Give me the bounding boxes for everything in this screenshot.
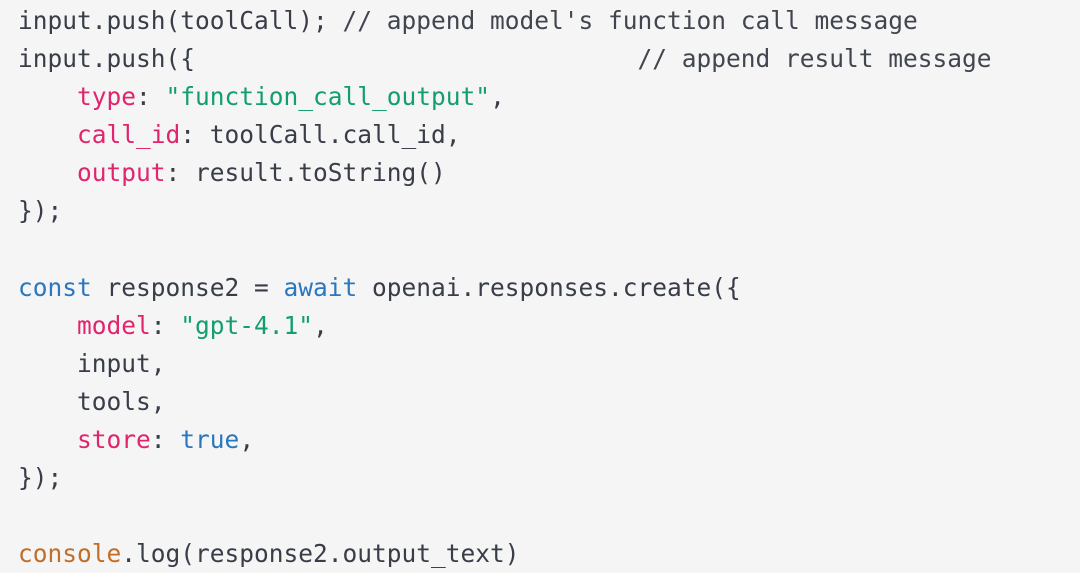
- code-token-plain: });: [18, 196, 63, 226]
- code-content: input.push(toolCall); // append model's …: [18, 2, 1080, 573]
- code-token-plain: ,: [239, 425, 255, 455]
- code-line: model: "gpt-4.1",: [18, 307, 1080, 345]
- code-line: input.push(toolCall); // append model's …: [18, 2, 1080, 40]
- code-token-plain: input,: [18, 348, 166, 378]
- code-token-plain: [195, 44, 638, 73]
- code-token-plain: :: [150, 425, 181, 455]
- code-token-plain: input.push(toolCall);: [18, 6, 343, 35]
- code-line: call_id: toolCall.call_id,: [18, 116, 1080, 154]
- code-line: console.log(response2.output_text): [18, 535, 1080, 573]
- code-line: [18, 497, 1080, 535]
- code-line: input,: [18, 345, 1080, 383]
- code-token-plain: tools,: [18, 386, 166, 416]
- code-token-plain: input.push({: [18, 44, 196, 74]
- code-line: type: "function_call_output",: [18, 78, 1080, 116]
- code-token-plain: });: [18, 463, 63, 493]
- code-line: store: true,: [18, 421, 1080, 459]
- code-token-plain: [18, 425, 77, 454]
- code-token-prop: output: [77, 158, 166, 188]
- code-token-plain: :: [150, 310, 181, 340]
- code-token-plain: : toolCall.call_id,: [180, 120, 461, 150]
- code-token-plain: openai.responses.create({: [357, 272, 741, 302]
- code-token-plain: ,: [313, 310, 328, 340]
- code-line: tools,: [18, 383, 1080, 421]
- code-token-comment: // append result message: [637, 44, 992, 74]
- code-token-kw: await: [283, 272, 358, 302]
- code-token-prop: model: [77, 310, 151, 340]
- code-token-builtin: console: [18, 539, 122, 569]
- code-token-prop: store: [77, 425, 151, 455]
- code-token-plain: :: [136, 82, 166, 112]
- code-token-str: "function_call_output": [165, 82, 491, 112]
- code-token-plain: .log(response2.output_text): [121, 539, 520, 569]
- code-token-plain: [18, 120, 77, 149]
- code-token-plain: [18, 311, 77, 340]
- code-token-plain: [18, 82, 77, 111]
- code-token-plain: response2 =: [91, 272, 284, 302]
- code-token-kw: const: [18, 272, 92, 302]
- code-token-kw: true: [180, 425, 240, 455]
- code-line: });: [18, 459, 1080, 497]
- code-token-plain: : result.toString(): [165, 158, 446, 188]
- code-token-prop: type: [77, 82, 137, 112]
- code-token-plain: ,: [490, 82, 505, 112]
- code-line: output: result.toString(): [18, 154, 1080, 192]
- code-line: [18, 231, 1080, 269]
- code-token-prop: call_id: [77, 120, 181, 150]
- code-token-str: "gpt-4.1": [180, 310, 314, 340]
- code-line: input.push({ // append result message: [18, 40, 1080, 78]
- code-line: const response2 = await openai.responses…: [18, 269, 1080, 307]
- code-line: });: [18, 192, 1080, 230]
- code-token-plain: [18, 158, 77, 187]
- code-token-comment: // append model's function call message: [342, 6, 918, 35]
